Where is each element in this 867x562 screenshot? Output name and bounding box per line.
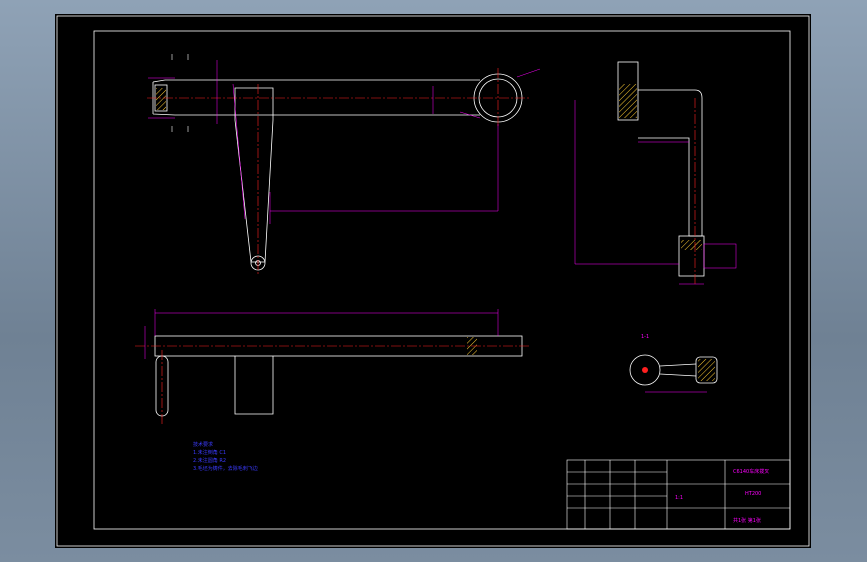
front-view — [152, 73, 523, 271]
top-view — [154, 335, 523, 417]
front-view-centerlines — [147, 68, 530, 276]
tech-notes-title: 技术要求 — [193, 441, 213, 448]
front-view-dimensions — [148, 60, 541, 224]
top-view-dims — [144, 309, 499, 359]
section-hatch — [642, 359, 715, 381]
top-view-centerlines — [135, 345, 530, 424]
tech-note-1: 1.未注倒角 C1 — [193, 449, 226, 456]
drawing-sheet: 1-1 技术要求 1.未注倒角 C1 2.未注圆角 R2 3.毛坯为铸件，去除毛… — [55, 14, 811, 548]
section-label: 1-1 — [641, 334, 649, 340]
tech-note-3: 3.毛坯为铸件，去除毛刺飞边 — [193, 465, 258, 472]
side-view-hatch — [619, 84, 702, 250]
drawing-name: C6140车床拨叉 — [733, 468, 769, 475]
inner-frame — [93, 30, 791, 530]
title-block — [566, 459, 791, 530]
front-view-ticks — [171, 54, 189, 132]
outer-frame — [56, 15, 810, 547]
side-view-dims — [574, 100, 737, 285]
section-view — [629, 354, 718, 386]
material: HT200 — [745, 491, 761, 497]
tech-note-2: 2.未注圆角 R2 — [193, 457, 226, 464]
cad-drawing: 1-1 技术要求 1.未注倒角 C1 2.未注圆角 R2 3.毛坯为铸件，去除毛… — [56, 15, 810, 547]
sheet-info: 共1张 第1张 — [733, 517, 761, 524]
scale: 1:1 — [675, 495, 683, 501]
front-view-hatch — [156, 88, 166, 110]
